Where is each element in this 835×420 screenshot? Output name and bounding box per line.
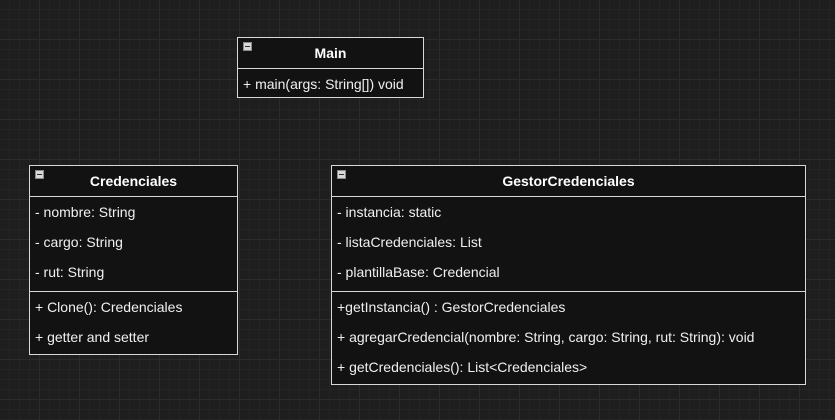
collapse-icon[interactable] [337, 170, 346, 179]
class-gestor-credenciales[interactable]: GestorCredenciales - instancia: static -… [331, 165, 806, 385]
attribute-row[interactable]: - listaCredenciales: List [337, 234, 482, 250]
class-name: Credenciales [89, 173, 178, 189]
method-row[interactable]: + getter and setter [35, 329, 150, 345]
attribute-row[interactable]: - cargo: String [35, 234, 123, 250]
method-row[interactable]: +getInstancia() : GestorCredenciales [337, 299, 566, 315]
collapse-icon[interactable] [35, 170, 44, 179]
attribute-row[interactable]: - rut: String [35, 264, 105, 280]
class-header[interactable]: Main [238, 38, 423, 69]
attributes-section: - instancia: static - listaCredenciales:… [332, 197, 805, 292]
method-row[interactable]: + main(args: String[]) void [243, 76, 404, 92]
attributes-section: - nombre: String - cargo: String - rut: … [30, 197, 237, 292]
class-header[interactable]: GestorCredenciales [332, 166, 805, 197]
class-name: GestorCredenciales [502, 173, 635, 189]
attribute-row[interactable]: - nombre: String [35, 204, 136, 220]
methods-section: +getInstancia() : GestorCredenciales + a… [332, 292, 805, 382]
method-row[interactable]: + getCredenciales(): List<Credenciales> [337, 359, 588, 375]
class-credenciales[interactable]: Credenciales - nombre: String - cargo: S… [29, 165, 238, 355]
class-name: Main [314, 45, 347, 61]
method-row[interactable]: + agregarCredencial(nombre: String, carg… [337, 329, 755, 345]
method-row[interactable]: + Clone(): Credenciales [35, 299, 183, 315]
methods-section: + main(args: String[]) void [238, 69, 423, 99]
methods-section: + Clone(): Credenciales + getter and set… [30, 292, 237, 352]
class-header[interactable]: Credenciales [30, 166, 237, 197]
class-main[interactable]: Main + main(args: String[]) void [237, 37, 424, 98]
attribute-row[interactable]: - plantillaBase: Credencial [337, 264, 500, 280]
attribute-row[interactable]: - instancia: static [337, 204, 442, 220]
collapse-icon[interactable] [243, 42, 252, 51]
